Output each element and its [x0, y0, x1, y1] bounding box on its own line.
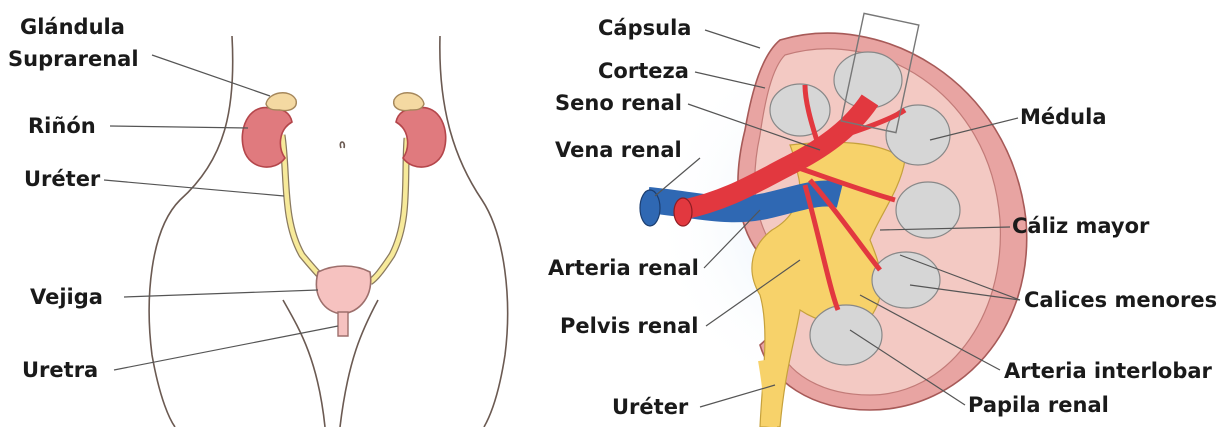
label-interlobar-artery: Arteria interlobar — [1004, 359, 1213, 383]
label-capsule: Cápsula — [598, 16, 691, 40]
label-bladder: Vejiga — [30, 285, 103, 309]
leader-urethra — [114, 326, 338, 370]
label-urethra: Uretra — [22, 358, 98, 382]
bladder-shape — [316, 266, 370, 314]
renal-vein-opening — [640, 190, 660, 226]
label-adrenal-line1: Glándula — [20, 15, 125, 39]
label-adrenal-line2: Suprarenal — [8, 47, 139, 71]
pyramid-3 — [770, 84, 830, 136]
label-cortex: Corteza — [598, 59, 689, 83]
renal-artery-opening — [674, 198, 692, 226]
urethra-shape — [338, 312, 348, 336]
left-leader-lines — [104, 55, 338, 370]
label-renal-sinus: Seno renal — [555, 91, 682, 115]
right-torso-contour — [440, 36, 508, 427]
leader-ureter-left — [104, 180, 284, 196]
label-ureter-left: Uréter — [24, 167, 101, 191]
right-adrenal-gland — [394, 93, 424, 111]
label-renal-vein: Vena renal — [555, 138, 682, 162]
label-major-calyx: Cáliz mayor — [1012, 214, 1150, 238]
leader-bladder — [124, 290, 318, 297]
pyramid-5 — [872, 252, 940, 308]
leader-adrenal — [152, 55, 270, 96]
label-minor-calyces: Calices menores — [1024, 288, 1217, 312]
navel-mark — [340, 142, 344, 148]
label-renal-papilla: Papila renal — [968, 393, 1109, 417]
label-renal-artery: Arteria renal — [548, 256, 699, 280]
label-ureter-right: Uréter — [612, 395, 689, 419]
leader-capsule — [705, 30, 760, 48]
pyramid-6 — [810, 305, 882, 365]
label-kidney: Riñón — [28, 114, 96, 138]
thigh-line-left — [283, 300, 325, 427]
body-outline-figure — [149, 36, 507, 427]
leader-kidney — [110, 126, 248, 128]
left-torso-contour — [149, 36, 233, 427]
label-medulla: Médula — [1020, 105, 1107, 129]
ureter-tail — [765, 360, 771, 427]
right-kidney-shape — [396, 108, 446, 167]
label-renal-pelvis: Pelvis renal — [560, 314, 698, 338]
left-ureter-fill — [282, 135, 326, 282]
left-adrenal-gland — [266, 93, 296, 111]
